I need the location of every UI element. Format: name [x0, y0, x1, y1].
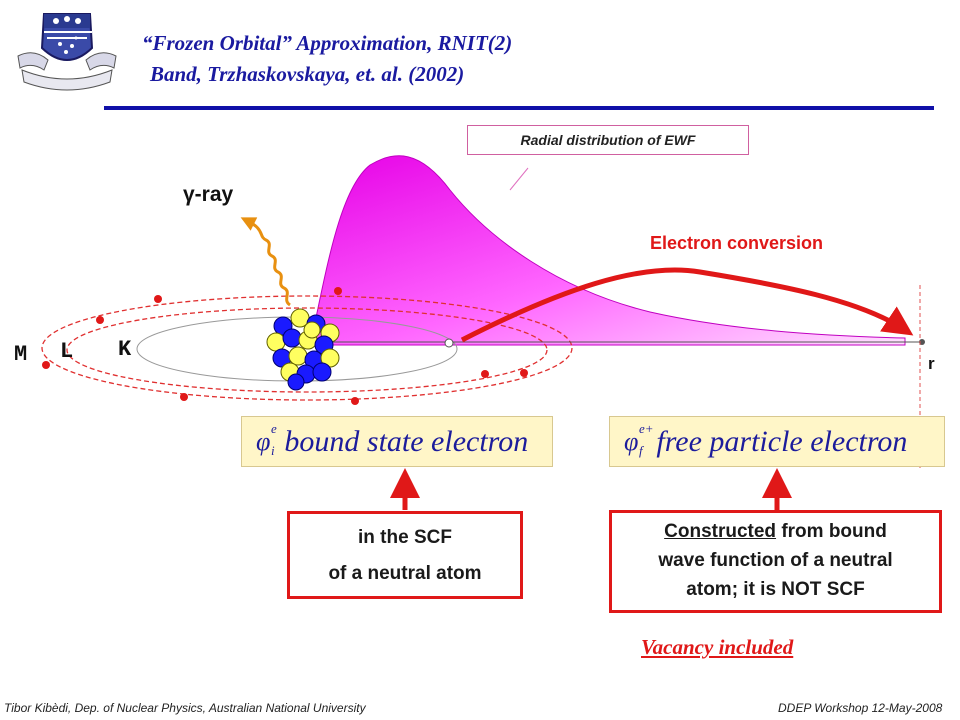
electron	[154, 295, 162, 303]
electron	[351, 397, 359, 405]
phi-subscript: i	[271, 442, 275, 458]
slide-title-line2: Band, Trzhaskovskaya, et. al. (2002)	[150, 62, 465, 86]
constructed-rest: from bound	[776, 521, 887, 542]
slide-title-line1: “Frozen Orbital” Approximation, RNIT(2)	[142, 31, 513, 55]
bound-state-box: φ e i bound state electron	[241, 416, 553, 467]
conversion-arrow	[460, 267, 914, 343]
footer-event: DDEP Workshop 12-May-2008	[778, 701, 943, 715]
phi-free-symbol: φ e+ f	[624, 421, 654, 458]
free-particle-box: φ e+ f free particle electron	[609, 416, 945, 467]
origin-marker	[444, 338, 454, 348]
electron	[96, 316, 104, 324]
constructed-note-line3: atom; it is NOT SCF	[686, 579, 865, 600]
electron-conversion-label: Electron conversion	[650, 233, 824, 253]
footer-author: Tibor Kibèdi, Dep. of Nuclear Physics, A…	[4, 701, 366, 715]
constructed-note-line1: Constructed from bound	[612, 517, 939, 546]
phi-superscript: e+	[639, 420, 654, 436]
scf-note-line1: in the SCF	[358, 527, 452, 548]
phi-superscript: e	[271, 420, 277, 436]
gamma-ray-wave	[240, 217, 291, 307]
scf-note-box: in the SCF of a neutral atom	[287, 511, 523, 599]
ewf-pointer-line	[509, 167, 529, 191]
orbit-l	[66, 307, 548, 393]
phi-subscript: f	[639, 442, 643, 458]
electron	[334, 287, 342, 295]
electron	[42, 361, 50, 369]
constructed-note-box: Constructed from bound wave function of …	[609, 510, 942, 613]
r-axis-label: r	[928, 354, 935, 373]
constructed-note-line2: wave function of a neutral	[658, 550, 893, 571]
nucleus	[266, 308, 340, 391]
vacancy-included-label: Vacancy included	[641, 635, 794, 659]
electrons	[42, 287, 528, 405]
scf-note-line2: of a neutral atom	[328, 563, 482, 584]
phi-char: φ	[624, 426, 639, 456]
university-crest-logo	[14, 8, 120, 94]
ewf-label-box: Radial distribution of EWF	[467, 125, 749, 155]
electron	[180, 393, 188, 401]
university-crest-icon	[17, 13, 117, 91]
ewf-distribution-curve	[309, 155, 906, 346]
free-particle-text: free particle electron	[656, 424, 908, 458]
shell-label-l: L	[60, 339, 74, 364]
shell-label-k: K	[118, 337, 132, 362]
phi-bound-symbol: φ e i	[256, 421, 277, 458]
bound-state-text: bound state electron	[284, 424, 529, 458]
electron	[481, 370, 489, 378]
constructed-word: Constructed	[664, 521, 777, 542]
electron	[520, 369, 528, 377]
orbit-m	[41, 295, 573, 401]
header-divider	[104, 106, 934, 110]
phi-char: φ	[256, 426, 271, 456]
shell-label-m: M	[14, 342, 28, 367]
gamma-ray-label: γ-ray	[183, 183, 234, 206]
